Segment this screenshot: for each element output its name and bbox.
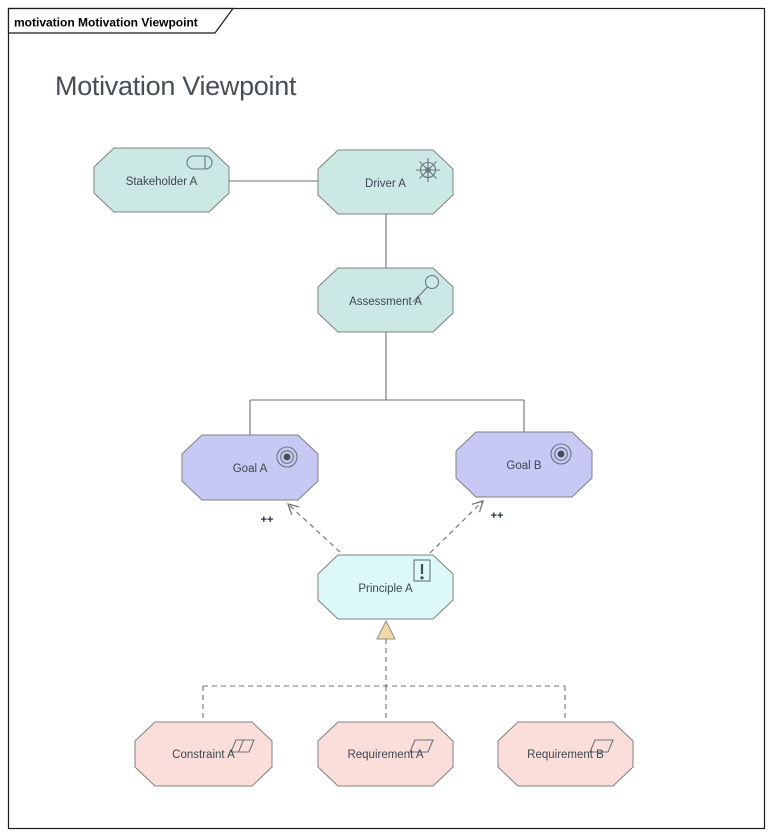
influence-principle-to-goal-b[interactable] bbox=[429, 500, 484, 554]
influence-label-goal-b: ++ bbox=[491, 510, 504, 522]
element-goal-b[interactable]: Goal B bbox=[455, 431, 593, 498]
element-constraint-a[interactable]: Constraint A bbox=[134, 721, 273, 787]
assessment-magnifier-icon bbox=[412, 274, 440, 303]
association-assessment-goals[interactable] bbox=[249, 332, 525, 435]
realization-lines[interactable] bbox=[202, 639, 566, 722]
assessment-shape[interactable] bbox=[317, 267, 454, 333]
stakeholder-shape[interactable] bbox=[93, 147, 230, 213]
element-requirement-b[interactable]: Requirement B bbox=[497, 721, 634, 787]
realization-arrowhead bbox=[376, 619, 396, 640]
stakeholder-role-icon bbox=[186, 155, 213, 170]
element-label: Requirement B bbox=[527, 749, 604, 761]
influence-principle-to-goal-a[interactable] bbox=[287, 503, 341, 553]
element-driver-a[interactable]: Driver A bbox=[317, 149, 454, 215]
principle-shape[interactable] bbox=[317, 554, 454, 620]
requirement-parallelogram-icon bbox=[409, 739, 434, 753]
element-label: Driver A bbox=[365, 178, 406, 190]
element-label: Goal A bbox=[233, 463, 268, 475]
constraint-parallelogram-icon bbox=[230, 739, 255, 753]
element-label: Stakeholder A bbox=[126, 176, 198, 188]
element-label: Constraint A bbox=[172, 749, 235, 761]
element-principle-a[interactable]: Principle A bbox=[317, 554, 454, 620]
requirement-shape[interactable] bbox=[317, 721, 454, 787]
influence-label-goal-a: ++ bbox=[261, 514, 274, 526]
goal-target-icon bbox=[276, 446, 298, 468]
element-goal-a[interactable]: Goal A bbox=[181, 434, 319, 501]
page-title: Motivation Viewpoint bbox=[55, 71, 297, 101]
element-requirement-a[interactable]: Requirement A bbox=[317, 721, 454, 787]
element-label: Principle A bbox=[358, 583, 413, 595]
element-label: Assessment A bbox=[349, 296, 422, 308]
goal-target-icon bbox=[550, 443, 572, 465]
requirement-shape[interactable] bbox=[497, 721, 634, 787]
constraint-shape[interactable] bbox=[134, 721, 273, 787]
diagram-frame bbox=[7, 7, 766, 830]
element-label: Requirement A bbox=[347, 749, 423, 761]
driver-helm-icon bbox=[416, 158, 440, 182]
diagram-frame-tab bbox=[7, 7, 235, 34]
frame-tab-label: motivation Motivation Viewpoint bbox=[14, 16, 198, 30]
principle-exclamation-icon bbox=[413, 559, 431, 582]
element-assessment-a[interactable]: Assessment A bbox=[317, 267, 454, 333]
element-label: Goal B bbox=[506, 460, 541, 472]
element-stakeholder-a[interactable]: Stakeholder A bbox=[93, 147, 230, 213]
requirement-parallelogram-icon bbox=[589, 739, 614, 753]
realization-to-principle[interactable] bbox=[202, 619, 566, 722]
driver-shape[interactable] bbox=[317, 149, 454, 215]
